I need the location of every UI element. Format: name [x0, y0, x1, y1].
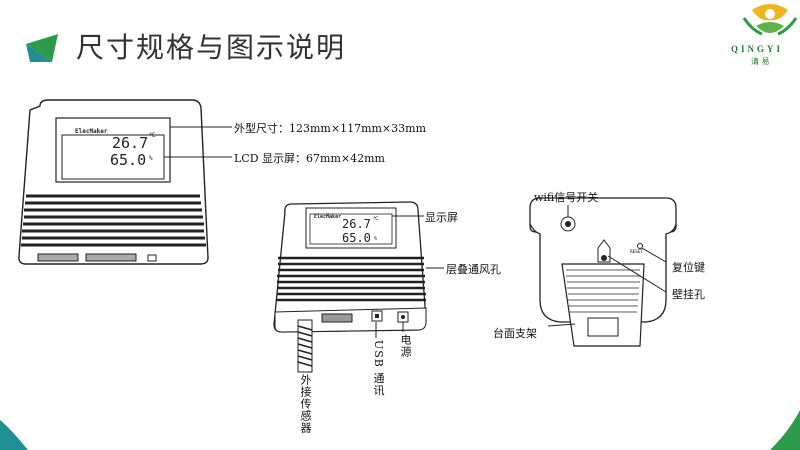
label-reset: 复位键 — [672, 261, 705, 274]
logo-text: QINGYI — [731, 44, 784, 54]
label-dimensions: 外型尺寸：123mm×117mm×33mm — [234, 122, 427, 135]
label-lcd-size: LCD 显示屏：67mm×42mm — [234, 152, 385, 165]
logo-subtext: 清 易 — [751, 57, 770, 66]
device1-brand: ElecMaker — [75, 128, 108, 135]
device2-temp-unit: ℃ — [373, 216, 379, 222]
label-display: 显示屏 — [425, 211, 458, 224]
device1-temp-unit: ℃ — [149, 132, 156, 139]
company-logo-icon — [742, 4, 798, 36]
label-wall-hole: 壁挂孔 — [672, 288, 705, 301]
reset-mark: RESET — [630, 249, 643, 254]
device2-hum-unit: % — [374, 236, 378, 242]
label-wifi-switch: wifi信号开关 — [534, 191, 599, 204]
label-power: 电源 — [399, 334, 412, 358]
device1-temp: 26.7 — [112, 134, 149, 152]
page-title: 尺寸规格与图示说明 — [76, 31, 347, 64]
device1-hum: 65.0 — [110, 151, 147, 169]
device2-brand: ElecMaker — [314, 214, 342, 220]
device2-hum: 65.0 — [342, 231, 371, 245]
device2-temp: 26.7 — [342, 217, 371, 231]
label-usb: USB 通讯 — [372, 340, 385, 397]
label-sensor: 外接传感器 — [299, 374, 312, 434]
label-stand: 台面支架 — [493, 327, 537, 340]
label-vent: 层叠通风孔 — [446, 263, 501, 276]
device1-hum-unit: % — [149, 155, 153, 162]
